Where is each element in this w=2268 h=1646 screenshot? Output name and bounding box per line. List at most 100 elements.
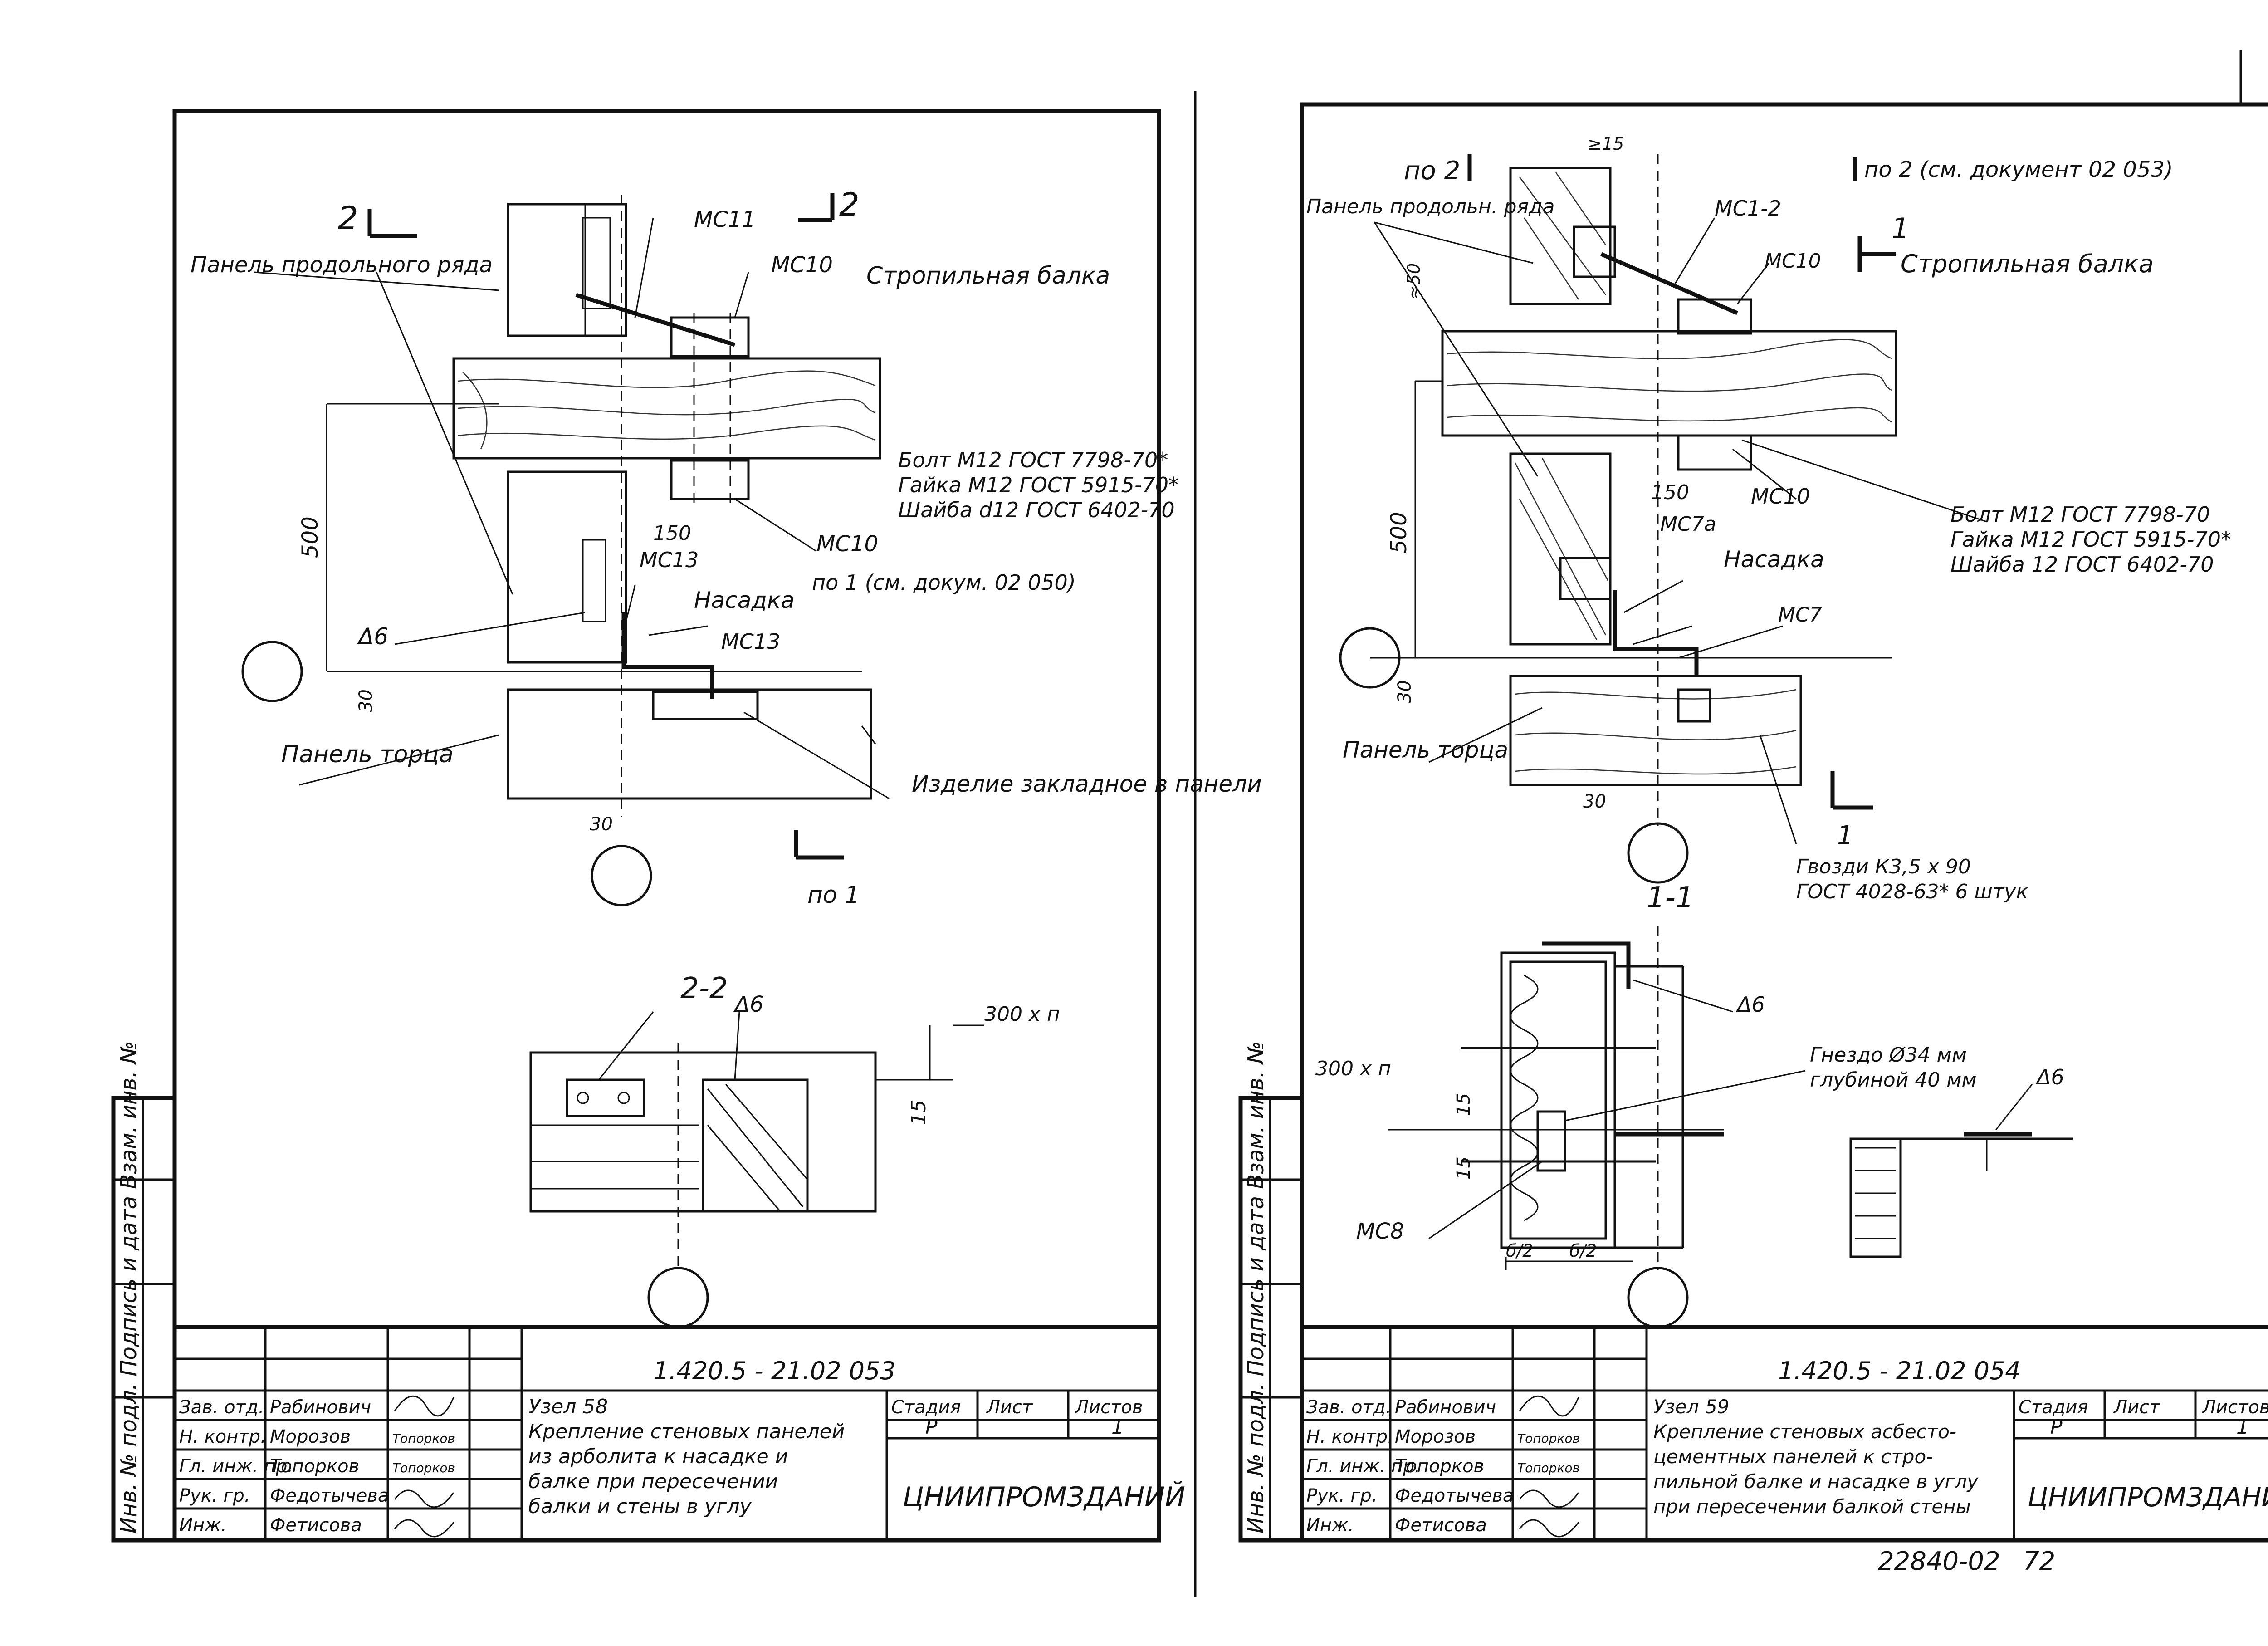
right-name-1: Морозов xyxy=(1395,1426,1476,1447)
right-label-washer: Шайба 12 ГОСТ 6402-70 xyxy=(1950,552,2214,577)
right-sheet: Инв. № подл. Подпись и дата Взам. инв. № xyxy=(1238,102,2268,1543)
left-name-0: Рабинович xyxy=(270,1397,371,1418)
right-label-rafter-beam: Стропильная балка xyxy=(1901,250,2154,278)
right-stage-label: Стадия xyxy=(2019,1397,2088,1418)
left-axis-circle-a xyxy=(241,641,303,702)
right-label-dim15: ≥15 xyxy=(1588,134,1624,154)
bottom-stamp-code: 22840-02 xyxy=(1878,1547,2000,1576)
right-node-title-line3: цементных панелей к стро- xyxy=(1653,1445,1933,1468)
right-label-mc8: МС8 xyxy=(1356,1219,1404,1244)
right-label-dim50: ≈50 xyxy=(1404,263,1424,299)
right-label-section1-bottom: 1 xyxy=(1837,821,1853,850)
left-label-section22: 2-2 xyxy=(680,972,728,1005)
right-role-1: Н. контр. xyxy=(1306,1426,1393,1447)
right-role-0: Зав. отд. xyxy=(1306,1397,1391,1418)
left-node-title: Узел 58 Крепление стеновых панелей из ар… xyxy=(528,1395,851,1518)
left-org: ЦНИИПРОМЗДАНИЙ xyxy=(903,1481,1185,1513)
right-label-weld6b: Δ6 xyxy=(2035,1065,2064,1089)
right-label-b2a: б/2 xyxy=(1506,1241,1533,1261)
right-label-dim15b: 15 xyxy=(1453,1156,1474,1180)
right-label-b2b: б/2 xyxy=(1569,1241,1597,1261)
left-signature-1: Топорков xyxy=(392,1431,455,1446)
right-label-nut: Гайка М12 ГОСТ 5915-70* xyxy=(1950,527,2231,552)
right-sheet-label: Лист xyxy=(2113,1397,2160,1418)
left-wall-panel-top xyxy=(507,203,627,337)
right-label-mc7: МС7 xyxy=(1778,603,1822,627)
left-label-mc10-bottom: МС10 xyxy=(816,531,878,557)
right-panel-top xyxy=(1509,167,1612,305)
right-cap-plate xyxy=(1613,590,1699,676)
left-label-bolt: Болт М12 ГОСТ 7798-70* xyxy=(898,448,1168,472)
right-side-stamp: Инв. № подл. Подпись и дата Взам. инв. № xyxy=(1243,1041,1269,1533)
right-label-bolt: Болт М12 ГОСТ 7798-70 xyxy=(1950,502,2210,527)
right-label-dim30a: 30 xyxy=(1394,680,1415,703)
left-label-rafter-beam: Стропильная балка xyxy=(866,262,1110,289)
left-node-title-line3: из арболита к насадке и xyxy=(528,1445,788,1468)
right-label-socket: Гнездо Ø34 мм xyxy=(1810,1043,1967,1067)
page-number-box: 77 xyxy=(2239,50,2268,106)
right-signature-scribble-3 xyxy=(1519,1489,1579,1508)
right-sheets-label: Листов xyxy=(2201,1397,2268,1418)
left-name-2: Топорков xyxy=(270,1456,359,1477)
right-role-3: Рук. гр. xyxy=(1306,1485,1378,1506)
right-label-mc10-top: МС10 xyxy=(1765,250,1821,273)
right-node-title: Узел 59 Крепление стеновых асбесто- цеме… xyxy=(1653,1396,1984,1518)
right-rafter-beam xyxy=(1441,330,1897,437)
right-signature-2: Топорков xyxy=(1517,1460,1580,1475)
right-label-mc10-bottom: МС10 xyxy=(1751,484,1810,509)
left-label-dim150: 150 xyxy=(653,522,691,545)
right-stage: Р xyxy=(2050,1416,2063,1439)
right-label-pitch: 300 х п xyxy=(1315,1057,1391,1080)
left-label-panel-long: Панель продольного ряда xyxy=(191,252,493,278)
left-label-pitch: 300 х п xyxy=(984,1003,1060,1026)
right-label-section1: 1 xyxy=(1892,212,1909,245)
left-label-section2-top: 2 xyxy=(338,200,358,237)
left-label-dim15: 15 xyxy=(907,1100,930,1125)
right-title-block: 1.420.5 - 21.02 054 Зав. отд. Н. контр. … xyxy=(1302,1325,2268,1540)
right-end-panel xyxy=(1509,675,1802,786)
left-label-embedded: Изделие закладное в панели xyxy=(912,771,1262,797)
right-axis-circle-a xyxy=(1339,627,1401,689)
left-frame xyxy=(172,109,1161,1543)
left-stage-label: Стадия xyxy=(891,1397,961,1418)
left-role-3: Рук. гр. xyxy=(179,1485,250,1506)
right-name-4: Фетисова xyxy=(1395,1515,1487,1536)
right-label-nails: Гвозди К3,5 х 90 xyxy=(1796,855,1971,878)
right-signature-1: Топорков xyxy=(1517,1431,1580,1446)
left-sheet: Инв. № подл. Подпись и дата Взам. инв. № xyxy=(111,109,1262,1543)
left-rafter-beam xyxy=(452,357,881,460)
left-label-mc13-a: МС13 xyxy=(640,548,699,572)
bottom-stamp-page: 72 xyxy=(2023,1547,2055,1576)
right-axis-circle-c xyxy=(1627,1267,1689,1328)
left-signature-scribble-3 xyxy=(394,1489,455,1508)
left-title-block: 1.420.5 - 21.02 053 Зав. отд. Н. контр. … xyxy=(175,1325,1185,1540)
right-role-4: Инж. xyxy=(1306,1515,1354,1536)
left-node-title-line4: балке при пересечении xyxy=(528,1470,778,1493)
left-doc-code: 1.420.5 - 21.02 053 xyxy=(653,1357,896,1385)
left-sheets: 1 xyxy=(1111,1416,1124,1439)
left-node-title-line1: Узел 58 xyxy=(528,1395,608,1418)
right-panel-mid xyxy=(1509,452,1612,646)
left-label-dim500: 500 xyxy=(298,516,323,558)
right-node-title-line4: пильной балке и насадке в углу xyxy=(1653,1470,1979,1493)
right-label-weld6a: Δ6 xyxy=(1736,992,1765,1017)
left-signature-scribble-4 xyxy=(394,1519,455,1538)
left-node-title-line5: балки и стены в углу xyxy=(528,1495,752,1518)
left-label-dim30a: 30 xyxy=(356,689,376,712)
left-label-washer: Шайба d12 ГОСТ 6402-70 xyxy=(898,498,1175,522)
left-side-stamp: Инв. № подл. Подпись и дата Взам. инв. № xyxy=(116,1041,142,1533)
left-name-1: Морозов xyxy=(270,1426,351,1447)
left-label-mc10-top: МС10 xyxy=(771,252,833,278)
left-label-mc13-b: МС13 xyxy=(721,629,780,654)
right-label-mc1-2: МС1-2 xyxy=(1715,196,1781,220)
left-label-cap: Насадка xyxy=(694,587,795,613)
left-sheets-label: Листов xyxy=(1074,1397,1143,1418)
right-label-no2-left: по 2 xyxy=(1404,156,1460,186)
left-axis-circle-b xyxy=(591,845,652,906)
right-node-title-line5: при пересечении балкой стены xyxy=(1653,1495,1971,1518)
right-signature-scribble-0 xyxy=(1519,1395,1579,1417)
right-label-dim30b: 30 xyxy=(1583,791,1606,812)
left-label-bottom-no1: по 1 xyxy=(807,882,860,909)
right-name-3: Федотычева xyxy=(1395,1485,1514,1506)
left-label-dim30b: 30 xyxy=(590,814,613,835)
